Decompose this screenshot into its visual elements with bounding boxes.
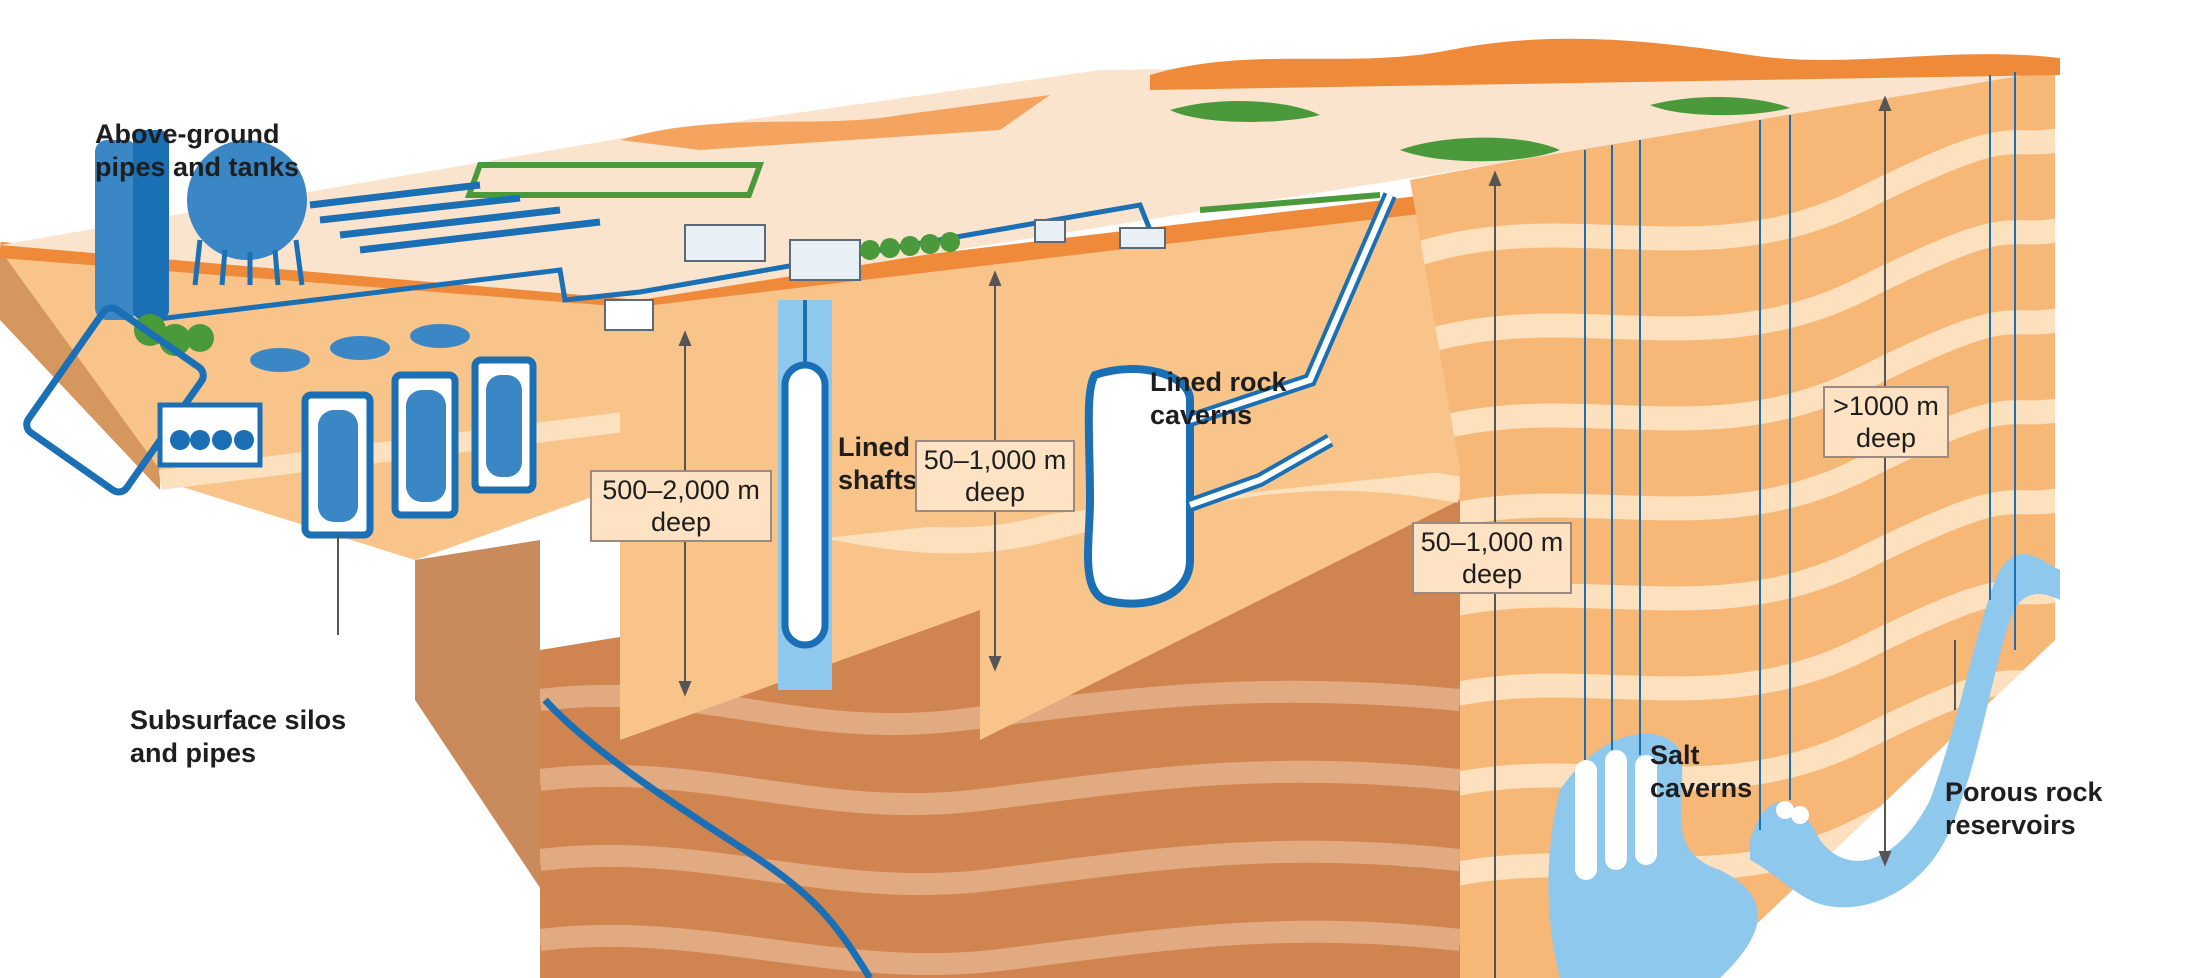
- above-ground-facility: [95, 130, 1166, 372]
- subsurface-silos: [23, 304, 537, 635]
- salt-caverns: [1548, 140, 1758, 978]
- ground-surface: [0, 38, 2060, 300]
- building-icon: [604, 299, 654, 331]
- lined-rock-cavern: [1084, 192, 1397, 608]
- spherical-tank-icon: [187, 140, 307, 260]
- storage-tank-icon: [95, 140, 137, 320]
- lined-shaft: [778, 300, 832, 690]
- porous-reservoir: [1750, 72, 2060, 908]
- forest-patch: [1400, 137, 1560, 162]
